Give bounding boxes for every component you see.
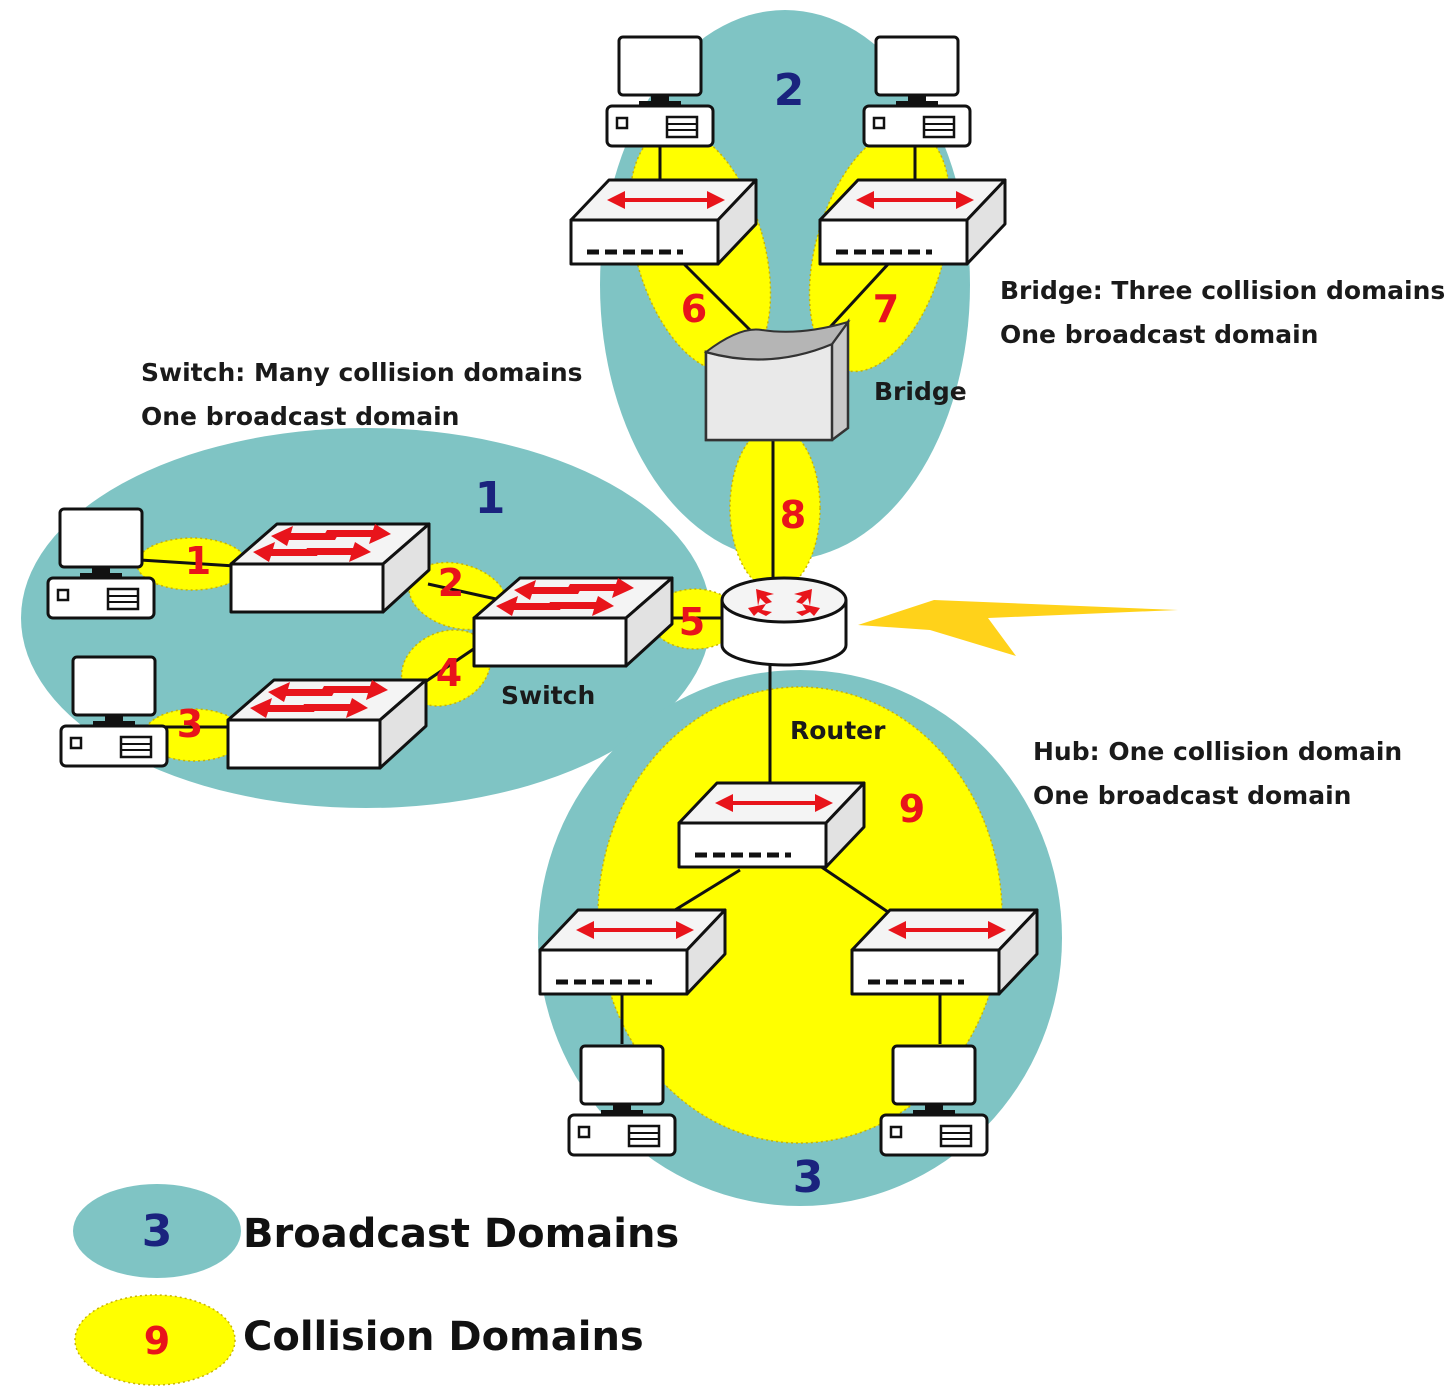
switch-icon [226, 678, 428, 770]
hub-icon [820, 180, 1005, 264]
switch-label: Switch [501, 681, 595, 710]
bridge-icon [703, 318, 851, 442]
pc-icon [605, 35, 715, 148]
switch-annotation-line1: Switch: Many collision domains [141, 358, 583, 387]
collision-domain-number: 7 [873, 287, 899, 331]
broadcast-domain-number: 1 [475, 473, 506, 524]
collision-domain-number: 8 [780, 493, 806, 537]
hub-icon [852, 910, 1037, 994]
legend: 3 Broadcast Domains 9 Collision Domains [73, 1184, 679, 1386]
legend-collision-count: 9 [144, 1319, 170, 1363]
collision-domain-number: 3 [177, 702, 203, 746]
collision-domain-number: 5 [679, 600, 705, 644]
hub-icon [679, 783, 864, 867]
switch-icon [472, 576, 674, 668]
broadcast-domain-number: 2 [774, 65, 805, 116]
lightning-icon [858, 600, 1178, 656]
pc-icon [46, 507, 156, 620]
hub-annotation-line1: Hub: One collision domain [1033, 737, 1402, 766]
legend-broadcast-swatch [73, 1184, 241, 1278]
collision-domain-number: 9 [899, 787, 925, 831]
broadcast-domain-number: 3 [793, 1152, 824, 1203]
router-label: Router [790, 716, 886, 745]
pc-icon [862, 35, 972, 148]
collision-domain-number: 1 [185, 539, 211, 583]
legend-collision-label: Collision Domains [243, 1314, 644, 1360]
hub-icon [540, 910, 725, 994]
legend-collision-swatch [74, 1294, 236, 1386]
collision-domain-number: 6 [681, 287, 707, 331]
collision-domain-8 [729, 425, 821, 591]
switch-annotation-line2: One broadcast domain [141, 402, 459, 431]
hub-icon [571, 180, 756, 264]
network-links [139, 146, 942, 1044]
collision-domain-number: 2 [438, 561, 464, 605]
bridge-label: Bridge [874, 377, 967, 406]
legend-broadcast-count: 3 [142, 1206, 173, 1257]
router-icon [720, 576, 848, 667]
legend-broadcast-label: Broadcast Domains [243, 1211, 679, 1257]
collision-domain-number: 4 [436, 651, 462, 695]
switch-icon [229, 522, 431, 614]
bridge-annotation-line1: Bridge: Three collision domains [1000, 276, 1445, 305]
hub-annotation-line2: One broadcast domain [1033, 781, 1351, 810]
bridge-annotation-line2: One broadcast domain [1000, 320, 1318, 349]
pc-icon [879, 1044, 989, 1157]
pc-icon [567, 1044, 677, 1157]
pc-icon [59, 655, 169, 768]
